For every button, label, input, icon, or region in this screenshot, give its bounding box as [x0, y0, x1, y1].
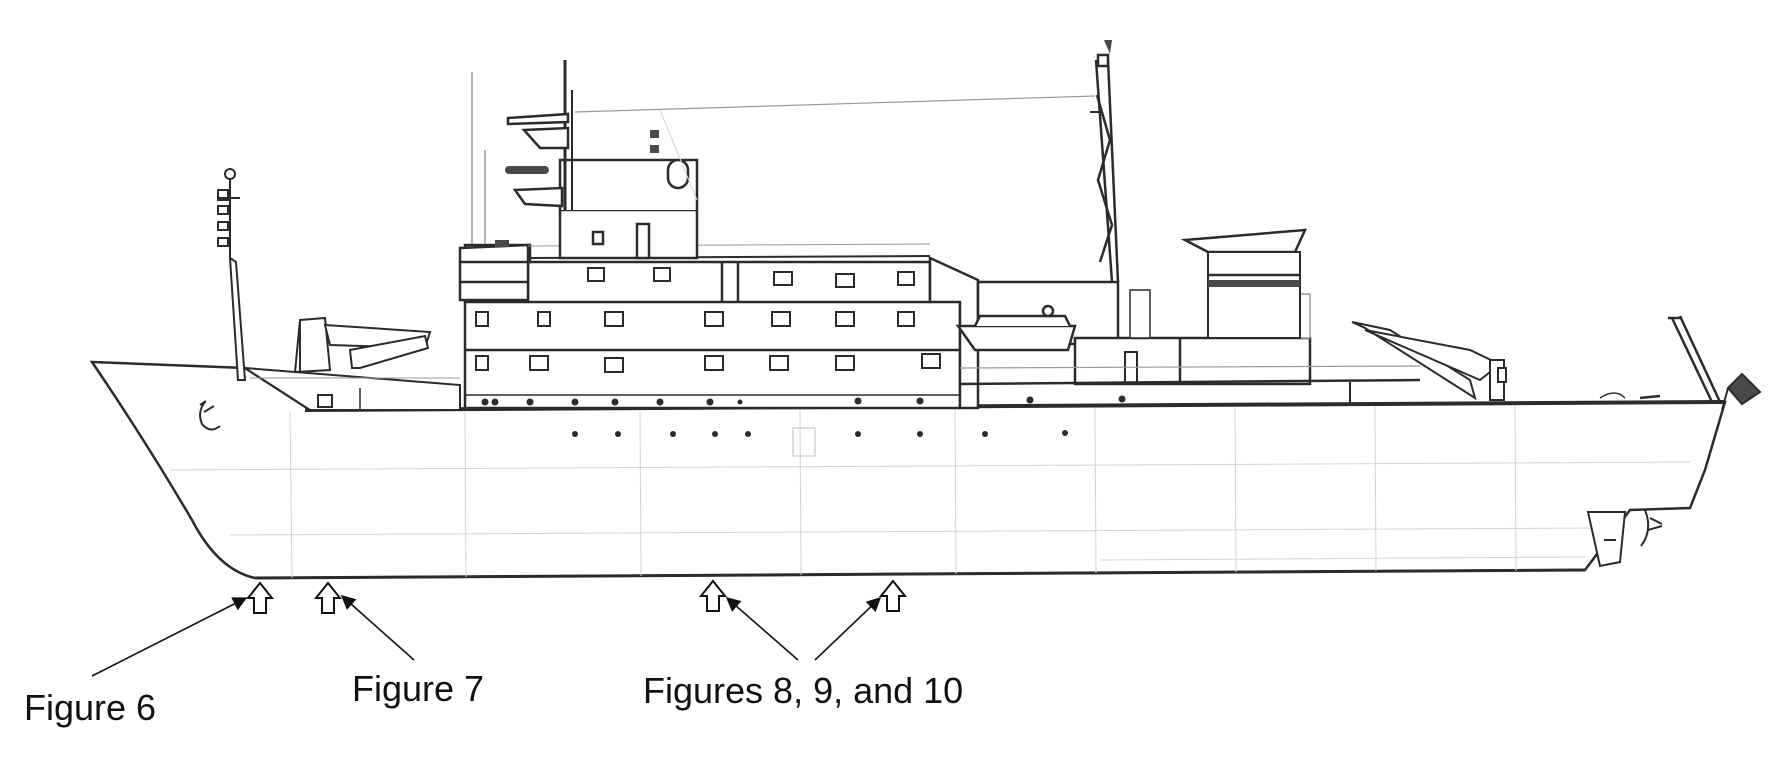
- superstructure-windows: [475, 267, 941, 373]
- label-figure-6: Figure 6: [24, 687, 157, 728]
- location-markers: [245, 579, 908, 614]
- rudder-propeller: [1586, 509, 1663, 568]
- anchor-emblem-icon: [199, 400, 221, 431]
- aft-crane: [1351, 321, 1507, 401]
- hollow-up-arrow-icon: [698, 579, 728, 612]
- deck-level-4: [558, 208, 699, 260]
- hull-outline: [89, 360, 1727, 580]
- hollow-up-arrow-icon: [245, 581, 275, 614]
- bow-mast: [217, 168, 247, 381]
- label-figure-7: Figure 7: [352, 668, 485, 709]
- stern-flag-icon: [1726, 372, 1762, 406]
- aft-section: [955, 40, 1762, 411]
- arrow-icon: [725, 597, 799, 661]
- keel-line: [254, 568, 1586, 580]
- hollow-up-arrow-icon: [313, 581, 343, 614]
- hollow-up-arrow-icon: [878, 579, 908, 612]
- arrow-icon: [340, 595, 415, 661]
- funnel: [1180, 228, 1308, 339]
- hull: [89, 360, 1727, 580]
- arrow-icon: [91, 597, 248, 677]
- label-figures-8-9-10: Figures 8, 9, and 10: [643, 670, 964, 711]
- deck-level-2: [463, 260, 932, 304]
- deck-portholes: [481, 395, 1126, 406]
- bow-structure: [217, 168, 461, 411]
- callout-arrows: [91, 595, 882, 677]
- forward-crane: [293, 316, 432, 374]
- bulkheads: [169, 404, 1691, 579]
- arrow-icon: [814, 597, 882, 661]
- stern-derrick: [1599, 315, 1722, 403]
- hull-portholes: [572, 430, 1068, 437]
- lifeboat: [955, 324, 1077, 352]
- main-mast: [1090, 40, 1120, 283]
